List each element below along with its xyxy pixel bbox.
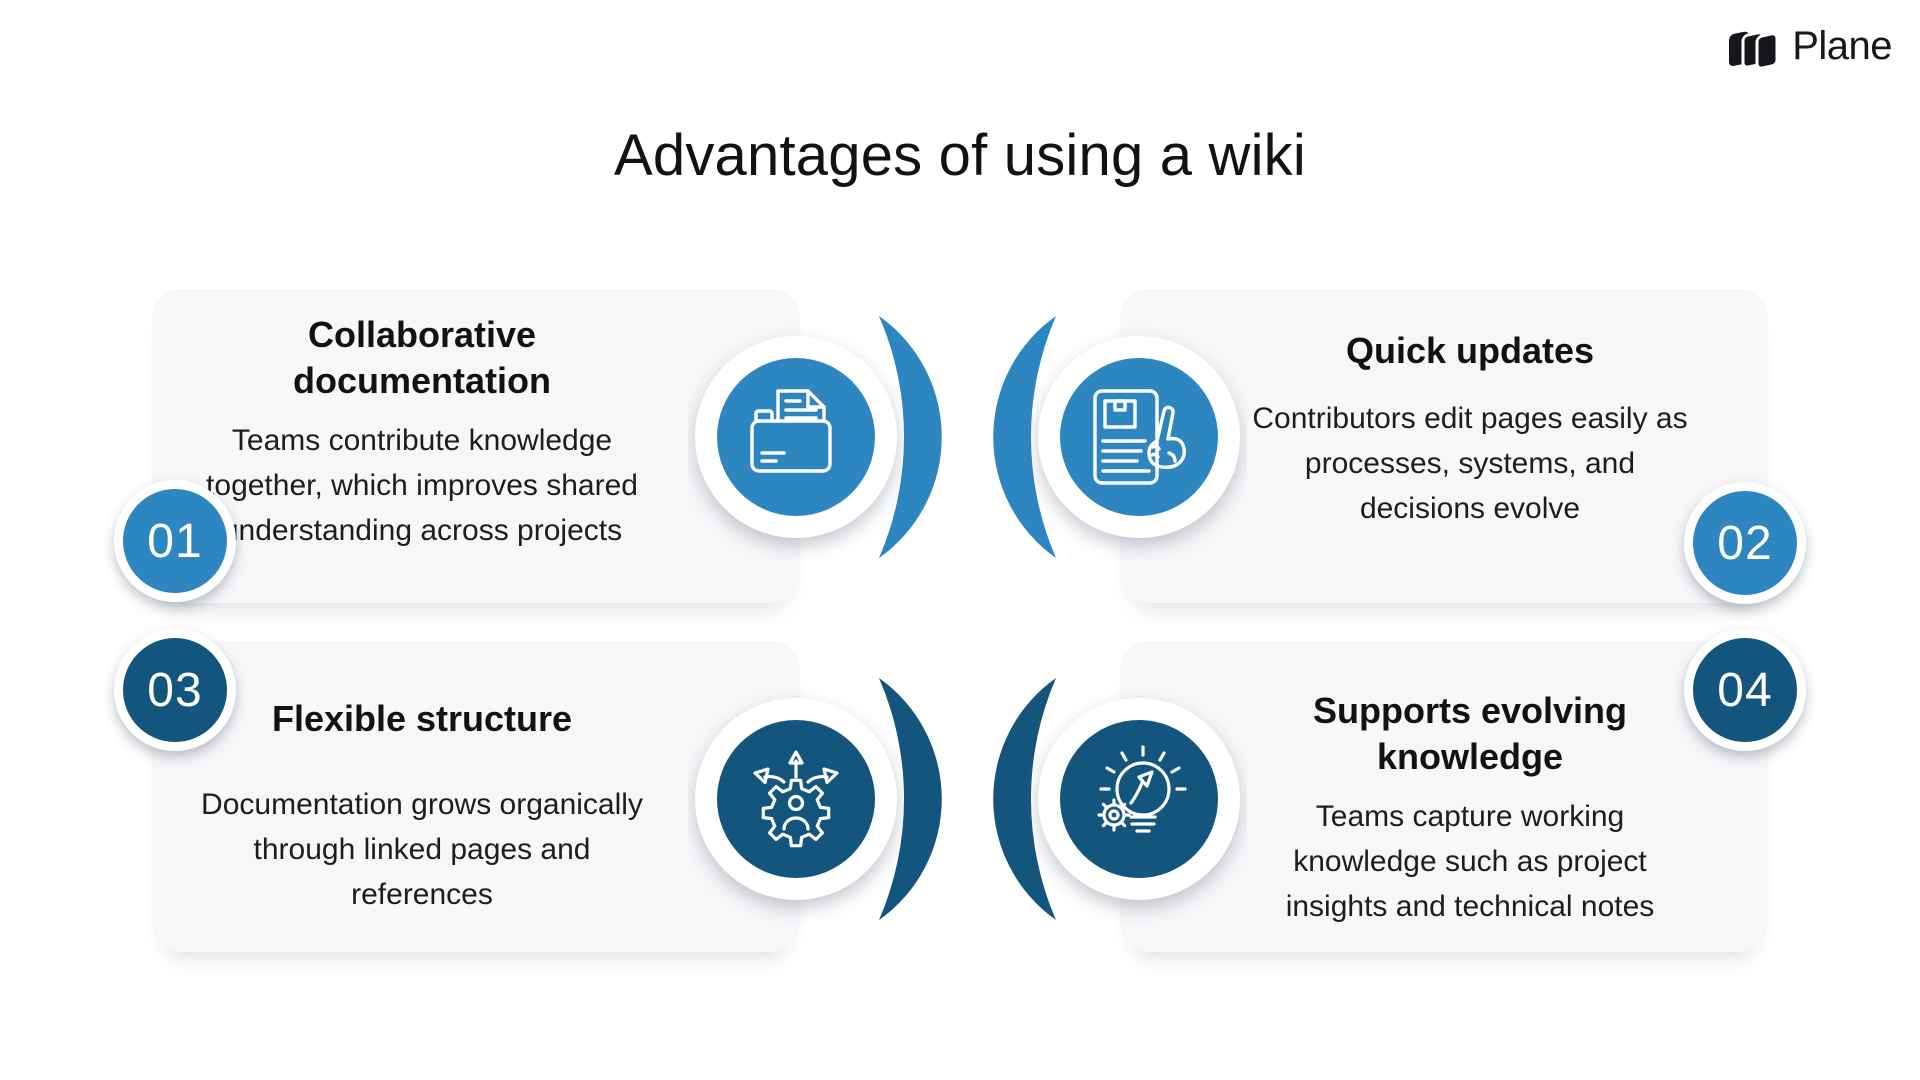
crescent-shape	[879, 678, 942, 920]
card-description: Teams capture working knowledge such as …	[1285, 800, 1655, 923]
number-badge-02: 02	[1684, 482, 1806, 604]
crescent-shape	[879, 316, 942, 558]
card-collaborative-documentation: Collaborative documentation Teams contri…	[152, 289, 800, 603]
number-badge-01: 01	[114, 480, 236, 602]
card-title: Flexible structure	[271, 698, 573, 739]
card-description: Documentation grows organically through …	[201, 788, 643, 911]
card-text: Quick updates Contributors edit pages ea…	[1240, 328, 1700, 531]
medallion-collaborative	[695, 316, 942, 558]
document-edit-hand-icon	[1093, 389, 1186, 485]
card-supports-evolving-knowledge: Supports evolving knowledge Teams captur…	[1120, 641, 1768, 952]
medallion-flexible-structure	[695, 678, 942, 920]
card-text: Supports evolving knowledge Teams captur…	[1240, 688, 1700, 929]
crescent-shape	[993, 678, 1056, 920]
lightbulb-gear-icon	[1097, 745, 1187, 833]
card-title: Collaborative documentation	[293, 314, 551, 401]
number-badge-03: 03	[114, 629, 236, 751]
plane-logo: Plane	[1726, 22, 1892, 70]
card-description: Teams contribute knowledge together, whi…	[206, 424, 638, 547]
plane-logo-icon	[1729, 31, 1779, 70]
page-title: Advantages of using a wiki	[614, 123, 1306, 188]
card-title: Quick updates	[1345, 330, 1595, 371]
medallion-evolving-knowledge	[993, 678, 1240, 920]
card-text: Flexible structure Documentation grows o…	[192, 696, 652, 917]
number-badge-04: 04	[1684, 629, 1806, 751]
medallion-quick-updates	[993, 316, 1240, 558]
card-text: Collaborative documentation Teams contri…	[192, 312, 652, 553]
card-title: Supports evolving knowledge	[1312, 690, 1628, 777]
card-flexible-structure: Flexible structure Documentation grows o…	[152, 641, 800, 952]
folder-documents-icon	[750, 389, 832, 473]
crescent-shape	[993, 316, 1056, 558]
card-description: Contributors edit pages easily as proces…	[1252, 402, 1688, 525]
gear-person-arrows-icon	[753, 750, 839, 848]
logo-text: Plane	[1792, 23, 1892, 68]
